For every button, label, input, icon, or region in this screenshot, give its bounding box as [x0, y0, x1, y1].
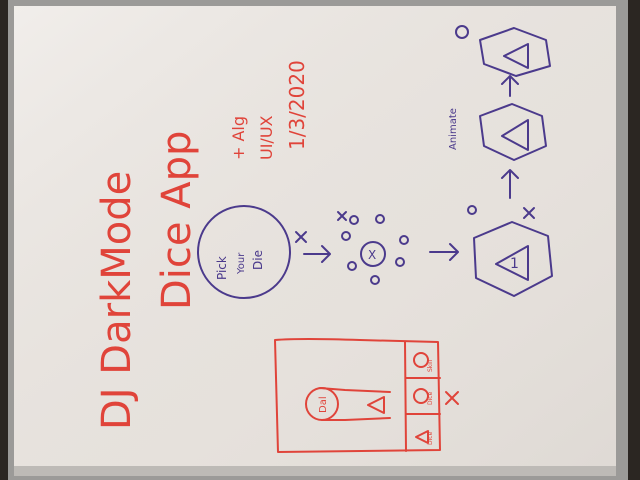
title-group: DJ DarkMode Dice App: [94, 131, 200, 430]
dice-selector: X: [337, 211, 409, 285]
phone-mockup: Dal Skill Dice Dice: [274, 338, 459, 453]
triangle-tab-icon: [415, 430, 429, 444]
settings-dot-icon: [467, 205, 477, 215]
result-triangle-icon: [495, 245, 529, 281]
final-triangle-icon: [503, 43, 529, 69]
die-option-2: [347, 261, 357, 271]
tab-middle-label: Dice: [427, 391, 434, 405]
tab-bar-divider: [404, 341, 407, 452]
animated-triangle-icon: [501, 119, 529, 151]
animated-hexagon: [479, 103, 547, 161]
connector-line-a: [319, 387, 391, 393]
pick-die-circle: [197, 205, 291, 299]
title-line2: Dice App: [154, 131, 200, 310]
die-option-4: [395, 257, 405, 267]
flow-arrow-4: [501, 75, 519, 97]
connector-line-b: [321, 417, 391, 421]
flow-arrow-1: [303, 245, 331, 263]
result-die: 1: [467, 205, 553, 297]
tab-left-label: Dice: [427, 431, 434, 445]
result-value: 1: [510, 256, 519, 272]
selected-die-label: X: [368, 248, 376, 262]
die-option-7: [349, 215, 359, 225]
pick-die-bubble: Pick Your Die: [197, 205, 307, 299]
board-glare: [14, 6, 616, 474]
title-line1: DJ DarkMode: [94, 171, 140, 430]
die-option-5: [399, 235, 409, 245]
die-circle-icon: [413, 388, 429, 404]
gear-icon: [413, 352, 429, 368]
die-option-6: [375, 214, 385, 224]
final-hexagon: [479, 27, 551, 77]
tab-right-label: Skill: [427, 359, 434, 372]
animated-die: Animate: [448, 103, 547, 161]
meta-line2: UI/UX: [257, 115, 276, 160]
meta-line3: 1/3/2020: [285, 60, 309, 150]
meta-group: + Alg UI/UX 1/3/2020: [229, 60, 309, 160]
final-die: [455, 25, 551, 77]
marker-tray: [14, 466, 616, 476]
close-x-mark-purple: [295, 231, 307, 243]
close-x-mark-small: [337, 211, 347, 221]
pick-die-line2: Your: [236, 252, 247, 275]
avatar-label: Dal: [318, 396, 329, 413]
close-x-mark: [445, 391, 459, 405]
animate-label: Animate: [448, 108, 459, 150]
selected-die-ring: [360, 241, 386, 267]
meta-line1: + Alg: [229, 116, 248, 160]
flow-arrow-2: [429, 243, 459, 261]
die-option-1: [341, 231, 351, 241]
pick-die-line3: Die: [251, 250, 265, 270]
refresh-icon: [455, 25, 469, 39]
close-x-mark-result: [523, 207, 535, 219]
flow-arrow-3: [501, 169, 519, 199]
pick-die-line1: Pick: [215, 256, 229, 280]
triangle-die-icon: [367, 396, 385, 414]
result-hexagon: [473, 221, 553, 297]
die-option-3: [370, 275, 380, 285]
